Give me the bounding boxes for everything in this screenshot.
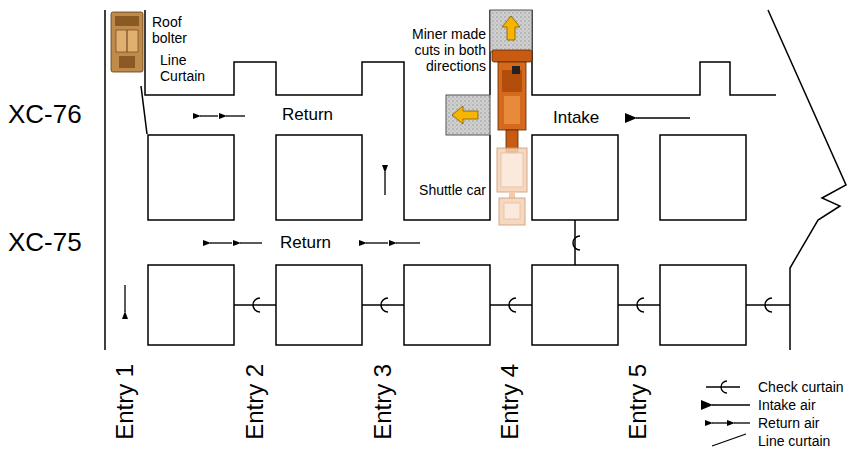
legend-symbols [706, 381, 750, 446]
legend-text: Intake air [758, 397, 816, 413]
entry-label: Entry 4 [496, 364, 524, 440]
line-curtain [141, 86, 147, 134]
shuttle-car [497, 148, 527, 225]
check-curtains [234, 220, 790, 312]
roof-bolter [111, 12, 143, 72]
airflow-label: Return [280, 233, 331, 253]
note-label: Miner made cuts in both directions [406, 26, 486, 74]
coal-pillars [148, 135, 746, 345]
crosscut-label: XC-76 [8, 100, 82, 130]
airflow-label: Intake [553, 108, 599, 128]
continuous-miner [492, 50, 532, 152]
legend-text: Return air [758, 415, 819, 431]
equipment-label: Shuttle car [410, 182, 486, 198]
curtain-label: Line Curtain [160, 52, 226, 84]
legend-text: Line curtain [758, 433, 830, 449]
entry-label: Entry 5 [624, 364, 652, 440]
equipment-label: Roof bolter [152, 14, 212, 46]
entry-label: Entry 1 [111, 364, 139, 440]
crosscut-label: XC-75 [8, 228, 82, 258]
entry-label: Entry 2 [241, 364, 269, 440]
legend-text: Check curtain [758, 379, 844, 395]
airflow-label: Return [282, 105, 333, 125]
mine-walls [105, 10, 846, 350]
air-arrows [125, 116, 690, 312]
entry-label: Entry 3 [369, 364, 397, 440]
